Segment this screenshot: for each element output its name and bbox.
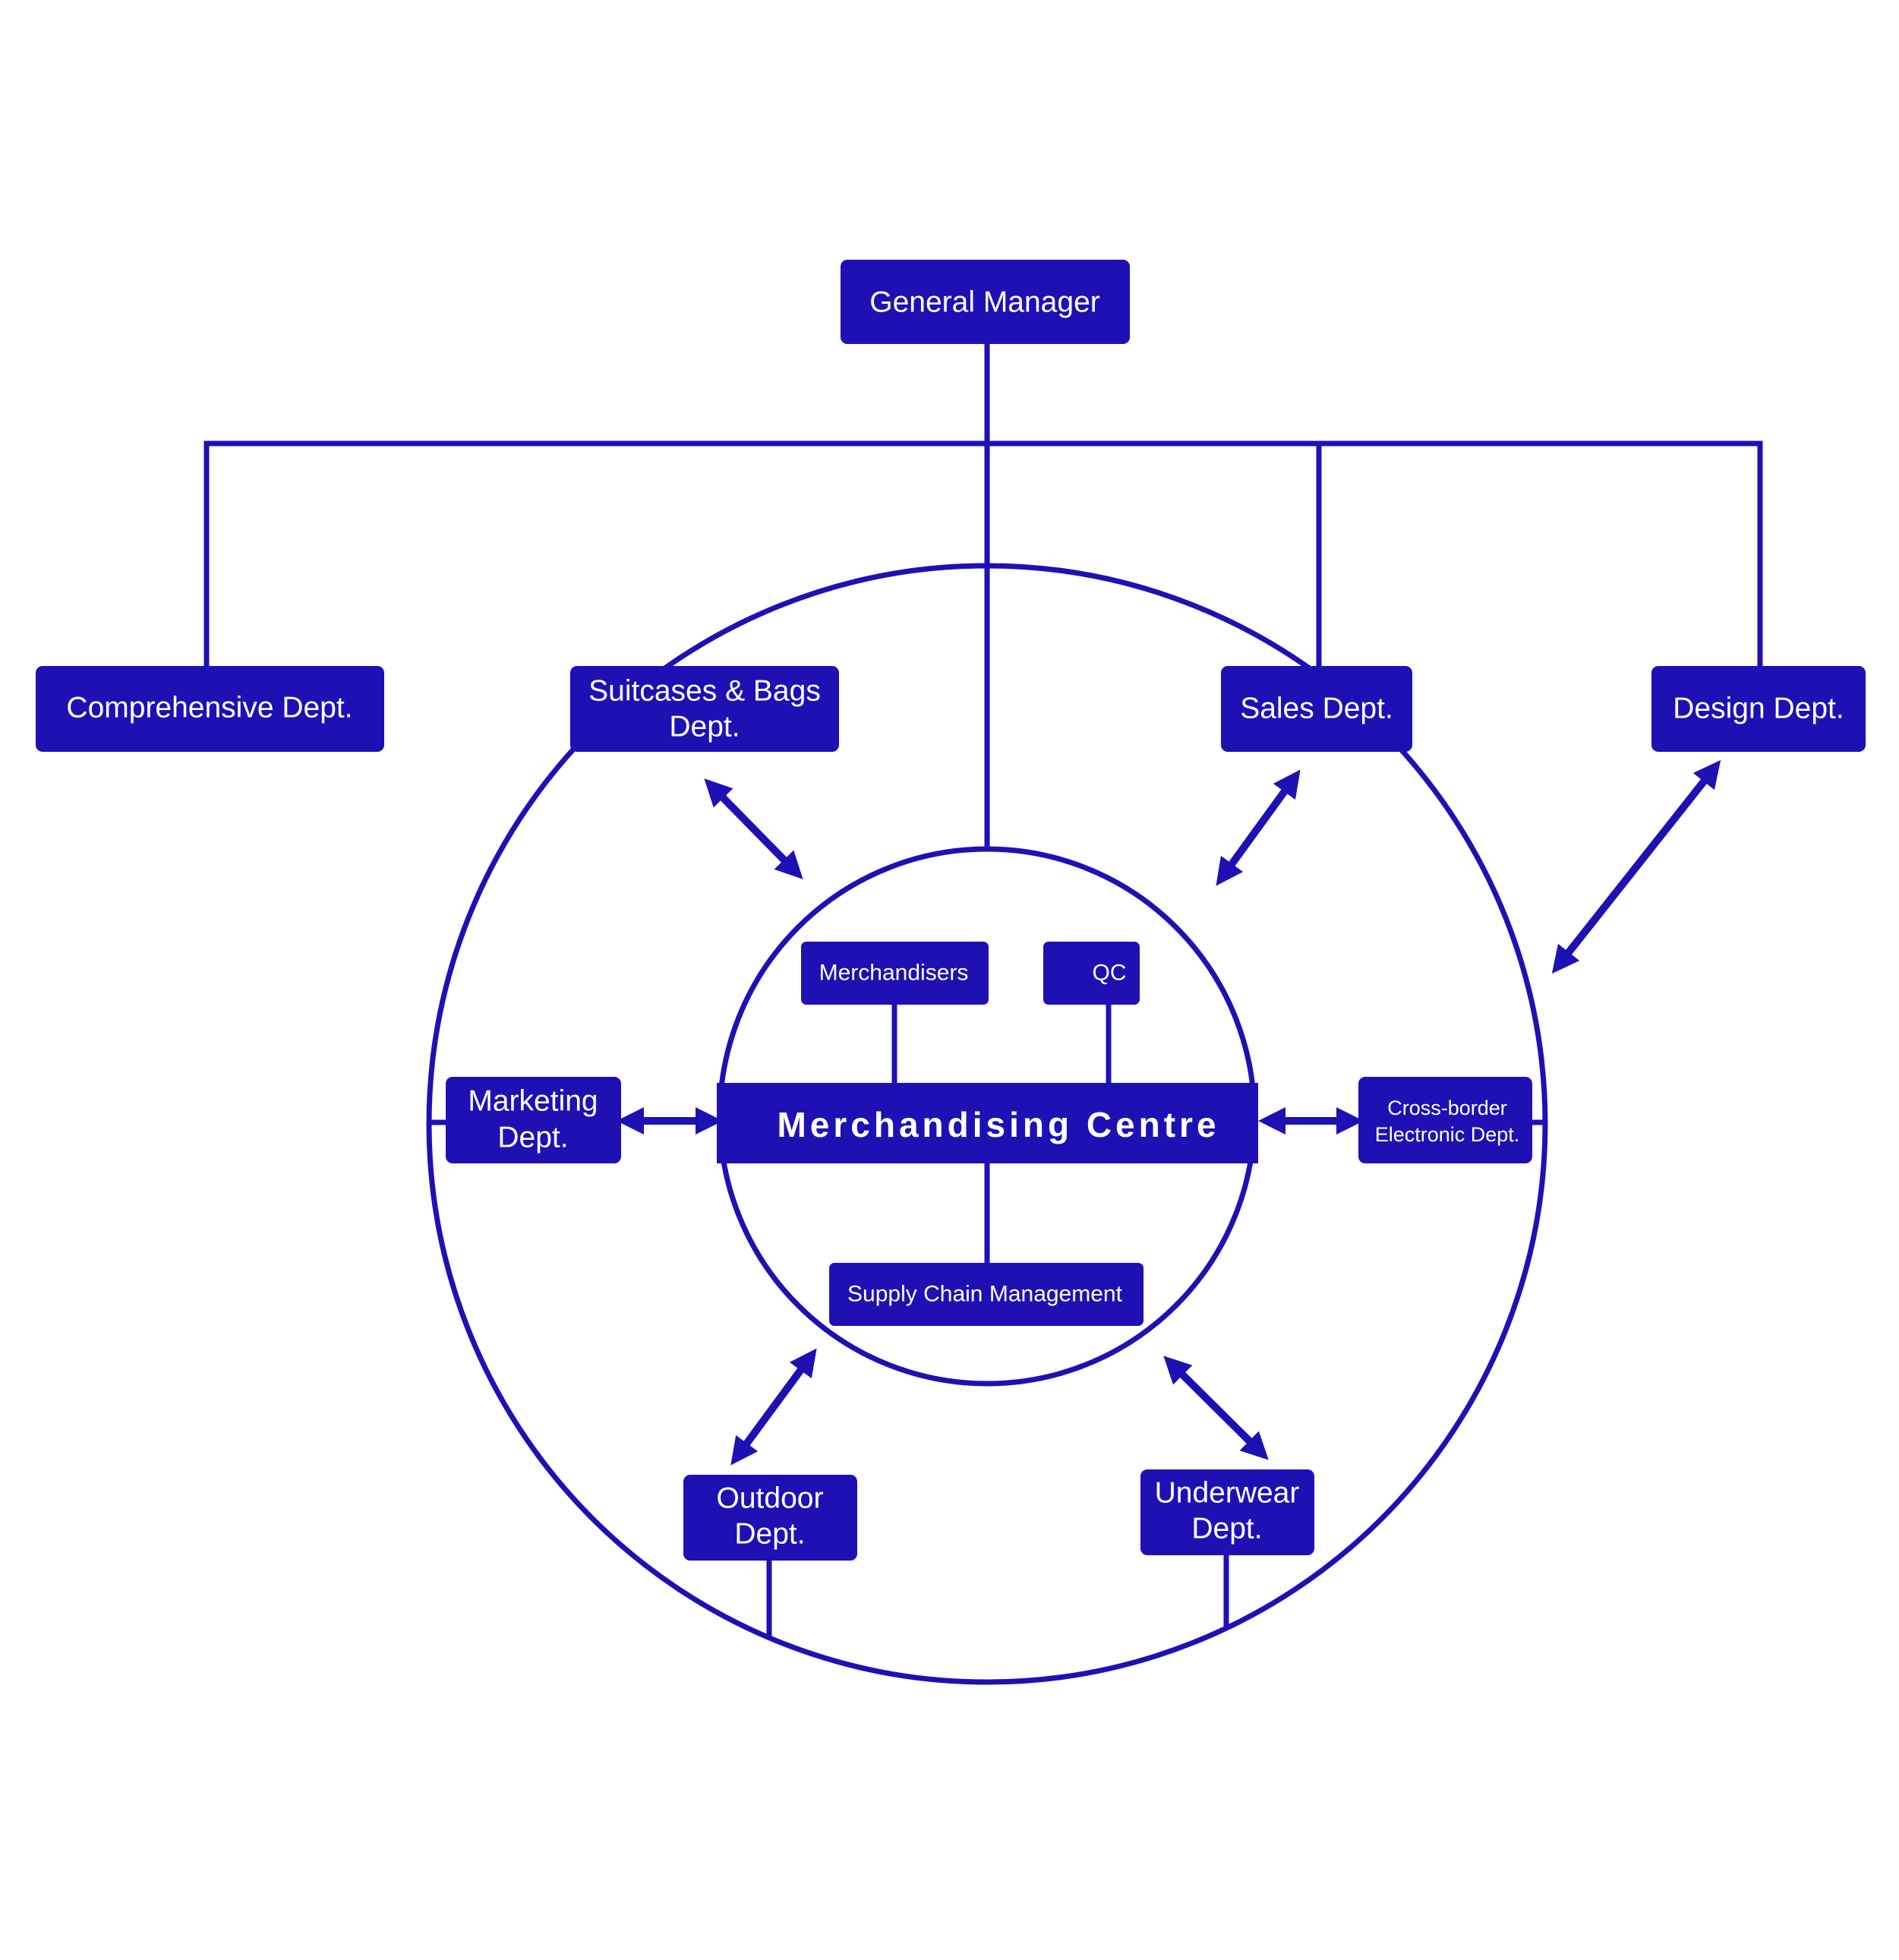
merchandising-centre-label: Merchandising Centre — [777, 1105, 1219, 1144]
qc-label: QC — [1093, 961, 1127, 986]
design-dept-node: Design Dept. — [1651, 666, 1866, 752]
outdoor-dept-node: Outdoor Dept. — [683, 1475, 857, 1561]
cross-border-dept-node: Cross-border Electronic Dept. — [1358, 1077, 1532, 1163]
arrow-outdoor — [730, 1348, 817, 1466]
underwear-dept-label-line1: Underwear — [1155, 1477, 1300, 1510]
underwear-dept-label-line2: Dept. — [1191, 1513, 1262, 1545]
qc-node: QC — [1043, 942, 1140, 1005]
suitcases-dept-node: Suitcases & Bags Dept. — [570, 666, 839, 752]
sales-dept-node: Sales Dept. — [1221, 666, 1412, 752]
arrow-sales — [1216, 769, 1301, 886]
outdoor-dept-label-line1: Outdoor — [717, 1482, 824, 1515]
supply-chain-label: Supply Chain Management — [847, 1282, 1123, 1307]
merchandisers-label: Merchandisers — [819, 961, 969, 986]
double-arrows — [617, 759, 1721, 1466]
sales-dept-label: Sales Dept. — [1240, 693, 1393, 725]
cross-border-dept-label-line1: Cross-border — [1387, 1097, 1507, 1119]
outdoor-dept-label-line2: Dept. — [734, 1518, 805, 1551]
supply-chain-node: Supply Chain Management — [829, 1263, 1144, 1326]
suitcases-dept-label-line2: Dept. — [669, 711, 740, 743]
general-manager-label: General Manager — [869, 286, 1100, 319]
arrow-design — [1551, 759, 1721, 974]
marketing-dept-label-line2: Dept. — [497, 1122, 568, 1154]
marketing-dept-label-line1: Marketing — [468, 1085, 598, 1118]
marketing-dept-node: Marketing Dept. — [446, 1077, 621, 1163]
cross-border-dept-label-line2: Electronic Dept. — [1375, 1123, 1520, 1146]
arrow-underwear — [1163, 1356, 1269, 1460]
design-dept-label: Design Dept. — [1673, 693, 1844, 725]
suitcases-dept-label-line1: Suitcases & Bags — [588, 675, 821, 708]
merchandisers-node: Merchandisers — [801, 942, 989, 1005]
comprehensive-dept-label: Comprehensive Dept. — [66, 692, 352, 724]
merchandising-centre-node: Merchandising Centre — [717, 1083, 1258, 1163]
general-manager-node: General Manager — [841, 260, 1130, 344]
hierarchy-connectors — [203, 342, 1763, 1636]
comprehensive-dept-node: Comprehensive Dept. — [36, 666, 384, 752]
underwear-dept-node: Underwear Dept. — [1140, 1469, 1314, 1555]
arrow-suitcases — [704, 778, 803, 879]
